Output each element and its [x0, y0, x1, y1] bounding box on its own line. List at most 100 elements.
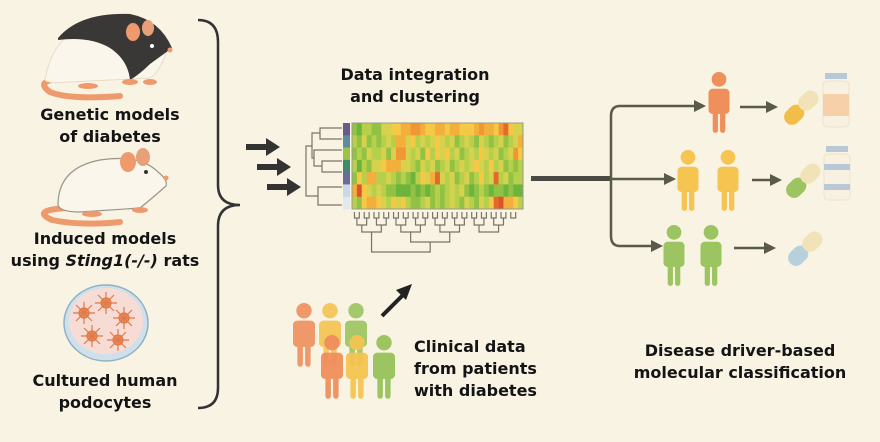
heatmap-cell	[356, 172, 363, 185]
heatmap-cell	[508, 147, 514, 161]
heatmap-cell	[498, 196, 504, 210]
heatmap-cell	[479, 196, 485, 210]
heatmap-cell	[444, 196, 451, 210]
row-annotation-cell	[343, 184, 350, 198]
heatmap-cell	[425, 123, 431, 136]
heatmap-cell	[352, 159, 358, 173]
heatmap-cell	[474, 184, 480, 198]
heatmap-cell	[352, 184, 358, 198]
heatmap-cell	[439, 172, 446, 185]
heatmap-cell	[425, 147, 431, 161]
heatmap-cell	[483, 172, 490, 185]
person-icon	[321, 335, 343, 399]
arrowhead-icon	[694, 100, 706, 112]
heatmap-cell	[439, 147, 446, 161]
row-annotation-cell	[343, 172, 350, 185]
heatmap-cell	[483, 135, 490, 148]
arrow-right-icon	[257, 158, 291, 176]
heatmap-cell	[430, 172, 436, 185]
heatmap-cell	[356, 135, 363, 148]
heatmap-cell	[503, 172, 509, 185]
heatmap-cell	[479, 123, 485, 136]
heatmap-cell	[415, 184, 421, 198]
heatmap-cell	[425, 159, 431, 173]
heatmap-cell	[439, 196, 446, 210]
heatmap-cell	[415, 196, 421, 210]
heatmap-cell	[420, 159, 426, 173]
heatmap-cell	[435, 147, 441, 161]
heatmap-cell	[444, 159, 451, 173]
heatmap-cell	[435, 135, 441, 148]
heatmap-cell	[444, 135, 451, 148]
heatmap-cell	[361, 159, 368, 173]
heatmap-cell	[361, 135, 368, 148]
heatmap-cell	[405, 123, 412, 136]
heatmap-cell	[498, 172, 504, 185]
heatmap-cell	[439, 135, 446, 148]
heatmap-cell	[474, 159, 480, 173]
arrow-right-icon	[246, 138, 280, 156]
white-rat-icon	[40, 148, 169, 227]
heatmap-cell	[454, 123, 460, 136]
heatmap-cell	[503, 159, 509, 173]
heatmap-cell	[395, 135, 402, 148]
heatmap-cell	[415, 123, 421, 136]
arrow-up-right-icon	[380, 284, 412, 318]
heatmap-cell	[361, 196, 368, 210]
row-annotation-cell	[343, 196, 350, 210]
heatmap-cell	[493, 196, 499, 210]
heatmap-cell	[352, 172, 358, 185]
heatmap-cell	[376, 135, 382, 148]
heatmap-cell	[479, 184, 485, 198]
arrow-right-icon	[752, 174, 782, 186]
heatmap-cell	[410, 196, 416, 210]
heatmap-cell	[454, 147, 460, 161]
heatmap-cell	[469, 147, 475, 161]
heatmap-cell	[459, 184, 465, 198]
heatmap-cell	[356, 159, 363, 173]
heatmap-cell	[513, 196, 519, 210]
heatmap-cell	[366, 135, 372, 148]
heatmap-cell	[518, 184, 524, 198]
heatmap-cell	[493, 172, 499, 185]
heatmap-cell	[415, 159, 421, 173]
heatmap-cell	[361, 184, 368, 198]
heatmap-cell	[518, 147, 524, 161]
heatmap-cell	[415, 147, 421, 161]
heatmap-cell	[469, 135, 475, 148]
heatmap-cell	[420, 184, 426, 198]
heatmap-cell	[518, 135, 524, 148]
induced-models-label: Induced models using Sting1(-/-) rats	[10, 229, 200, 270]
heatmap-cell	[459, 159, 465, 173]
heatmap-cell	[356, 123, 363, 136]
heatmap-cell	[386, 123, 392, 136]
heatmap-cell	[464, 147, 470, 161]
heatmap-cell	[518, 159, 524, 173]
heatmap-cell	[376, 123, 382, 136]
heatmap-cell	[493, 184, 499, 198]
heatmap-cell	[352, 123, 358, 136]
heatmap-cell	[488, 147, 495, 161]
heatmap-cell	[391, 172, 397, 185]
person-icon	[346, 335, 368, 399]
heatmap-cell	[439, 123, 446, 136]
heatmap-cell	[493, 159, 499, 173]
heatmap-cell	[508, 196, 514, 210]
heatmap-cell	[420, 196, 426, 210]
heatmap-cell	[395, 184, 402, 198]
heatmap-cell	[420, 147, 426, 161]
heatmap-cell	[459, 196, 465, 210]
heatmap-cell	[415, 135, 421, 148]
heatmap-cell	[410, 172, 416, 185]
heatmap-cell	[352, 135, 358, 148]
heatmap-cell	[508, 184, 514, 198]
heatmap-cell	[513, 147, 519, 161]
heatmap-cell	[371, 147, 377, 161]
heatmap-cell	[400, 172, 407, 185]
heatmap-cell	[425, 172, 431, 185]
heatmap-cell	[449, 135, 455, 148]
heatmap-cell	[498, 147, 504, 161]
output-connector	[531, 176, 611, 181]
